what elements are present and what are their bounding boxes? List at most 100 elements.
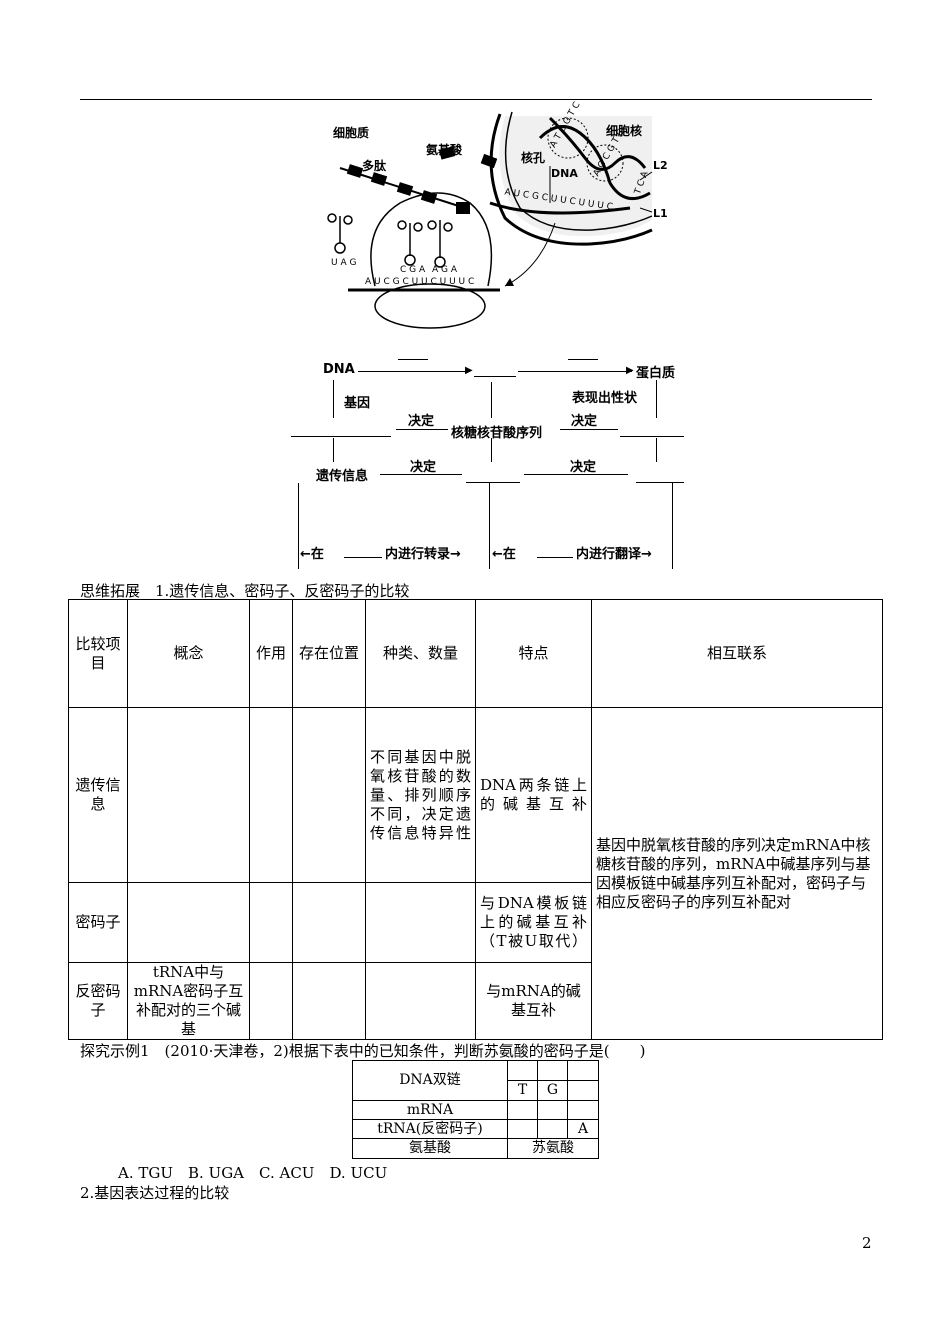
cell-empty bbox=[507, 1119, 538, 1139]
trna-label-cell: tRNA(反密码子) bbox=[352, 1119, 508, 1139]
flow-show-trait: 表现出性状 bbox=[572, 391, 638, 406]
amino-acid-bead-4 bbox=[420, 190, 438, 204]
role-cell bbox=[249, 882, 293, 963]
dna-helix-strand-1 bbox=[548, 116, 647, 171]
flow-blank-5 bbox=[620, 436, 684, 437]
amino-acid-bead-1 bbox=[346, 164, 364, 178]
trna-3-anticodon: A G A bbox=[432, 265, 458, 275]
free-amino-acid-2 bbox=[480, 153, 498, 169]
feature-cell: 与DNA模板链上的碱基互补（T被U取代） bbox=[475, 882, 592, 963]
cell-empty bbox=[567, 1080, 599, 1101]
example-question: 探究示例1 (2010·天津卷，2)根据下表中的已知条件，判断苏氨酸的密码子是(… bbox=[80, 1042, 646, 1060]
cell-empty bbox=[537, 1119, 568, 1139]
kinds-cell bbox=[365, 962, 476, 1040]
flow-arrow-decide4 bbox=[524, 474, 628, 475]
header-cell: 相互联系 bbox=[591, 599, 883, 708]
flow-decide-4: 决定 bbox=[570, 460, 597, 475]
cytoplasm-label: 细胞质 bbox=[333, 126, 370, 140]
header-cell: 存在位置 bbox=[292, 599, 366, 708]
header-cell: 作用 bbox=[249, 599, 293, 708]
header-cell: 特点 bbox=[475, 599, 592, 708]
nucleus-label: 细胞核 bbox=[606, 124, 643, 138]
relation-cell: 基因中脱氧核苷酸的序列决定mRNA中核糖核苷酸的序列，mRNA中碱基序列与基因模… bbox=[591, 707, 883, 1040]
flow-vertical-mid-2 bbox=[491, 438, 492, 462]
flow-blank-6 bbox=[466, 482, 520, 483]
location-cell bbox=[292, 882, 366, 963]
page-number: 2 bbox=[862, 1234, 872, 1252]
flow-dna: DNA bbox=[323, 362, 355, 377]
flow-vertical-mid bbox=[491, 382, 492, 418]
flow-vertical-left bbox=[333, 380, 334, 418]
section-1-title: 思维拓展 1.遗传信息、密码子、反密码子的比较 bbox=[80, 582, 410, 600]
flow-arrow-decide2 bbox=[560, 429, 618, 430]
cell-g: G bbox=[537, 1080, 568, 1101]
nuclear-envelope-inner bbox=[504, 111, 653, 231]
table-row: 遗传信息 不同基因中脱氧核苷酸的数量、排列顺序不同，决定遗传信息特异性 DNA两… bbox=[68, 707, 883, 1040]
header-cell: 比较项目 bbox=[68, 599, 128, 708]
dna-helix-loop-2 bbox=[586, 144, 624, 182]
trna-1 bbox=[327, 213, 353, 254]
trna-2 bbox=[397, 220, 423, 266]
flow-arrowhead: ▶ bbox=[626, 365, 634, 376]
dna-label: DNA bbox=[551, 167, 578, 180]
section-2-title: 2.基因表达过程的比较 bbox=[80, 1184, 230, 1202]
table-header-row: 比较项目 概念 作用 存在位置 种类、数量 特点 相互联系 bbox=[68, 599, 883, 708]
flow-blank-8 bbox=[344, 557, 382, 558]
l1-pointer bbox=[639, 207, 653, 213]
l2-label: L2 bbox=[653, 159, 668, 172]
location-cell bbox=[292, 707, 366, 883]
ribosome-small-subunit bbox=[374, 283, 486, 329]
gene-expression-illustration bbox=[327, 111, 653, 329]
ribosome-large-subunit bbox=[370, 192, 493, 287]
table-row: tRNA(反密码子) A bbox=[352, 1119, 599, 1139]
flow-bracket-left bbox=[298, 483, 299, 569]
table-row: DNA双链 bbox=[352, 1060, 599, 1101]
flow-blank-4 bbox=[291, 436, 391, 437]
concept-cell: tRNA中与mRNA密码子互补配对的三个碱基 bbox=[127, 962, 250, 1040]
table-row: mRNA bbox=[352, 1100, 599, 1120]
flow-genetic-info: 遗传信息 bbox=[316, 469, 369, 484]
row-name-cell: 遗传信息 bbox=[68, 707, 128, 883]
table-row: 密码子 与DNA模板链上的碱基互补（T被U取代） bbox=[68, 882, 883, 963]
feature-cell: DNA两条链上的碱基互补 bbox=[475, 707, 592, 883]
location-cell bbox=[292, 962, 366, 1040]
flow-blank-7 bbox=[636, 482, 684, 483]
cell-t: T bbox=[507, 1080, 538, 1101]
flow-arrowhead: ▶ bbox=[465, 365, 473, 376]
trna-1-anticodon: U A G bbox=[331, 258, 357, 268]
flow-decide-3: 决定 bbox=[410, 460, 437, 475]
flow-decide-1: 决定 bbox=[408, 414, 435, 429]
feature-cell: 与mRNA的碱基互补 bbox=[475, 962, 592, 1040]
table-row: T G bbox=[353, 1080, 599, 1101]
nucleus-region bbox=[499, 116, 652, 237]
polypeptide-label: 多肽 bbox=[362, 159, 387, 173]
flow-blank-9 bbox=[537, 557, 573, 558]
cell-a: A bbox=[567, 1119, 599, 1139]
flow-transcription: 内进行转录→ bbox=[385, 547, 461, 562]
flow-bracket-right bbox=[672, 483, 673, 569]
dna-label-cell: DNA双链 bbox=[352, 1060, 508, 1101]
trna-3 bbox=[427, 220, 453, 268]
flow-gene: 基因 bbox=[344, 396, 371, 411]
amino-acid-bead-2 bbox=[370, 172, 388, 186]
amino-acid-bead-3 bbox=[396, 182, 414, 196]
flow-blank-3 bbox=[568, 359, 598, 360]
header-rule bbox=[80, 99, 872, 100]
row-name-cell: 密码子 bbox=[68, 882, 128, 963]
flow-nucleotide-seq: 核糖核苷酸序列 bbox=[451, 426, 543, 441]
flow-in-1: ←在 bbox=[300, 547, 324, 562]
mrna-sequence-label: A U C G C U U C U U U C bbox=[365, 277, 475, 287]
thr-cell: 苏氨酸 bbox=[507, 1138, 599, 1159]
mrna-in-nucleus bbox=[489, 201, 631, 215]
flow-translation: 内进行翻译→ bbox=[576, 547, 652, 562]
amino-acid-label: 氨基酸 bbox=[426, 143, 463, 157]
flow-vertical-right-2 bbox=[656, 438, 657, 462]
cell-empty bbox=[507, 1060, 538, 1081]
flow-arrow-protein-line bbox=[518, 371, 632, 372]
table-row: 氨基酸 苏氨酸 bbox=[352, 1138, 599, 1159]
flow-blank-1 bbox=[398, 359, 428, 360]
cell-empty bbox=[537, 1060, 568, 1081]
free-amino-acid-1 bbox=[438, 146, 456, 160]
cell-empty bbox=[537, 1100, 568, 1120]
cell-empty bbox=[507, 1100, 538, 1120]
